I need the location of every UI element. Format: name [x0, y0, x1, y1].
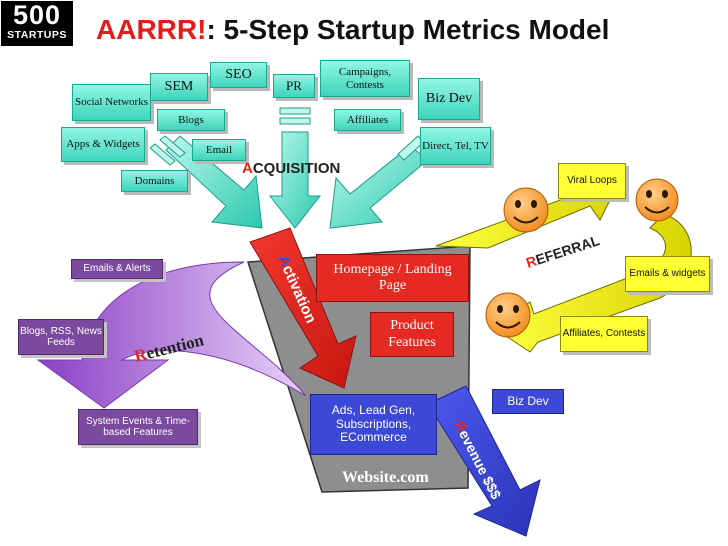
500-startups-logo: 500 STARTUPS [1, 1, 73, 46]
referral-affiliates-contests: Affiliates, Contests [560, 316, 648, 352]
retention-shape [36, 261, 307, 409]
channel-apps-widgets: Apps & Widgets [61, 127, 145, 162]
smiley-face-icon [503, 187, 549, 233]
smiley-face-icon [485, 292, 531, 338]
retention-system-events: System Events & Time-based Features [78, 409, 198, 445]
acquisition-label: ACQUISITION [242, 160, 340, 177]
activation-arrow [249, 227, 357, 389]
revenue-biz-dev-box: Biz Dev [492, 389, 564, 414]
acquisition-bars [149, 107, 425, 166]
website-label: Website.com [342, 469, 429, 486]
referral-label: REFERRAL [524, 232, 602, 271]
channel-affiliates: Affiliates [334, 109, 401, 131]
channel-seo: SEO [210, 62, 267, 88]
logo-subtitle: STARTUPS [7, 29, 67, 41]
channel-sem: SEM [150, 73, 208, 101]
channel-blogs: Blogs [157, 109, 225, 131]
acquisition-label-rest: CQUISITION [252, 160, 341, 177]
channel-direct-tel-tv: Direct, Tel, TV [420, 127, 491, 165]
page-title: AARRR!: 5-Step Startup Metrics Model [96, 14, 609, 46]
acquisition-arrow-right [329, 145, 429, 229]
acquisition-arrow-center [268, 131, 322, 229]
smiley-face-icon [635, 178, 679, 222]
acquisition-arrow-left [165, 135, 263, 229]
channel-social-networks: Social Networks [72, 84, 151, 121]
channel-domains: Domains [121, 170, 188, 192]
logo-number: 500 [12, 0, 62, 30]
revenue-arrow [427, 385, 541, 537]
referral-viral-loops: Viral Loops [558, 163, 626, 199]
acquisition-arrows [165, 131, 429, 229]
channel-biz-dev: Biz Dev [418, 78, 480, 120]
channel-pr: PR [273, 74, 315, 98]
title-rest: : 5-Step Startup Metrics Model [206, 14, 610, 45]
product-features-box: Product Features [370, 312, 454, 357]
channel-campaigns: Campaigns, Contests [320, 60, 410, 97]
channel-email: Email [192, 139, 246, 161]
title-highlight: AARRR! [96, 14, 207, 45]
ads-lead-gen-box: Ads, Lead Gen, Subscriptions, ECommerce [310, 394, 437, 455]
referral-emails-widgets: Emails & widgets [625, 256, 710, 292]
retention-blogs-rss: Blogs, RSS, News Feeds [18, 319, 104, 355]
acquisition-label-first: A [242, 160, 253, 177]
homepage-landing-page-box: Homepage / Landing Page [316, 254, 469, 302]
retention-emails-alerts: Emails & Alerts [71, 259, 163, 279]
